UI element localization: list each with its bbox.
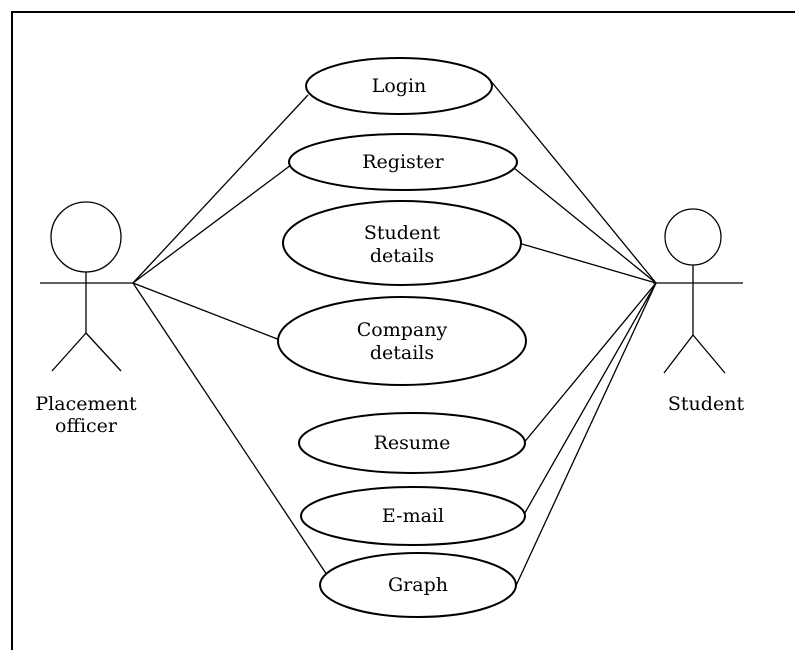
use-case-student-details: Student details [282,200,522,286]
use-case-label: Graph [388,574,448,596]
use-case-label: details [370,245,434,267]
actor-right-leg [692,334,726,374]
actor-left-leg [51,332,87,372]
association-lines [132,79,657,591]
actor-head [664,208,722,266]
use-case-graph: Graph [319,552,517,618]
use-case-ellipse [277,296,527,386]
actor-name-line: Student [668,393,745,415]
actor-left-leg [663,334,694,374]
use-case-company-details: Company details [277,296,527,386]
use-case-label: Register [362,151,444,173]
use-case-ellipse [319,552,517,618]
association-line-right-email [521,282,657,519]
association-line-left-company-details [132,282,281,341]
use-case-login: Login [305,57,493,115]
association-line-right-register [513,167,657,284]
use-case-label: details [370,342,434,364]
association-line-left-graph [132,282,330,579]
use-case-ellipse [282,200,522,286]
use-case-label: Student [364,222,441,244]
association-line-left-register [132,164,292,284]
use-case-ellipse [305,57,493,115]
actor-name-line: officer [55,415,118,437]
use-case-register: Register [288,133,518,191]
actor-right-leg [85,332,122,372]
use-case-label: Resume [374,432,451,454]
use-case-email: E-mail [300,486,526,546]
actor-head [50,201,122,273]
actor-name-line: Placement [35,393,137,415]
use-case-label: E-mail [382,505,444,527]
association-line-right-student-details [521,243,657,284]
use-case-resume: Resume [298,412,526,474]
association-line-right-login [489,79,657,284]
use-case-label: Company [357,319,448,341]
use-case-label: Login [372,75,427,97]
association-line-right-graph [513,282,657,591]
diagram-frame [11,11,795,650]
actor-student: Student [653,208,745,415]
use-case-ellipse [288,133,518,191]
association-line-right-resume [521,282,657,446]
association-line-left-login [132,94,309,284]
use-case-ellipse [300,486,526,546]
actor-placement-officer: Placement officer [35,201,137,437]
use-case-ellipse [298,412,526,474]
